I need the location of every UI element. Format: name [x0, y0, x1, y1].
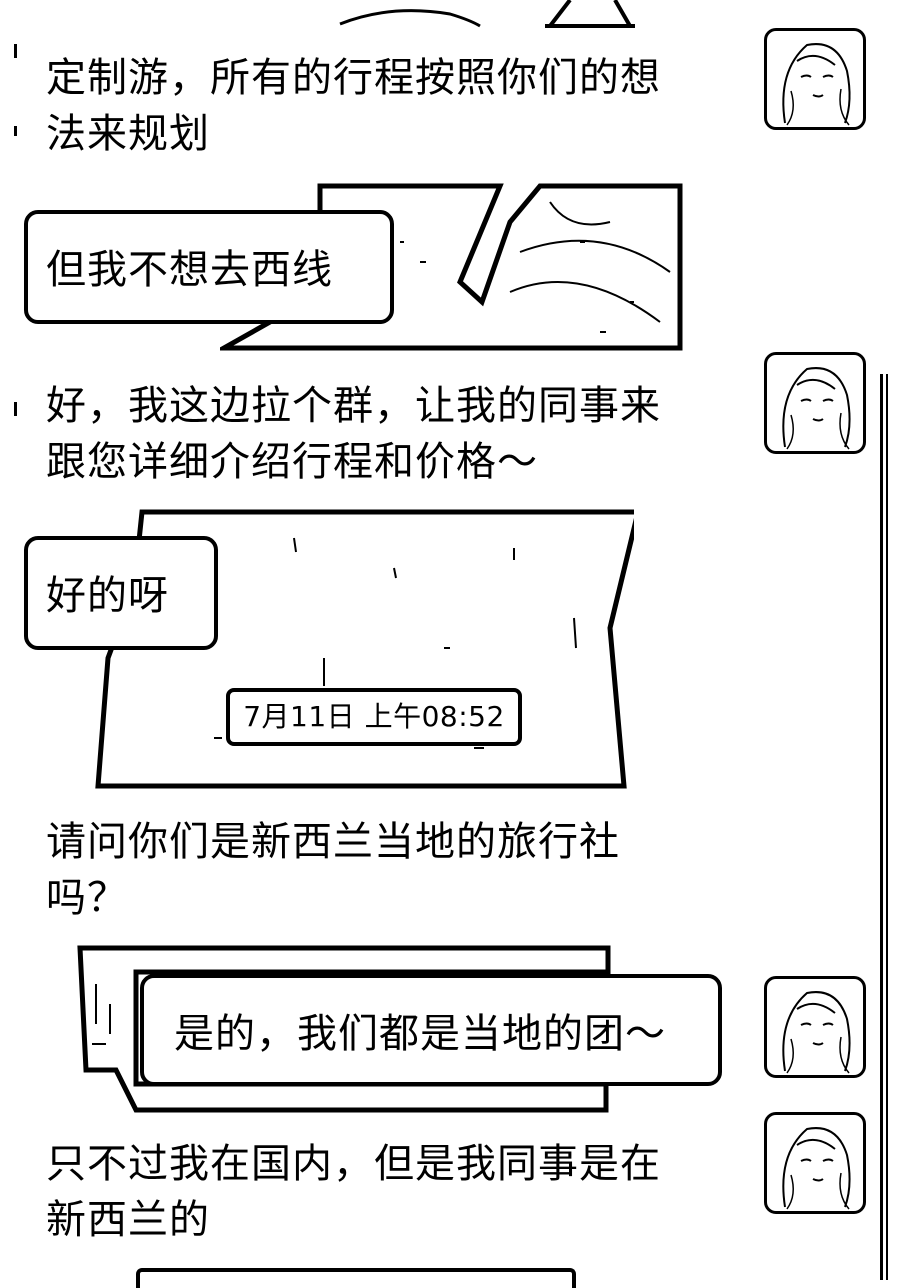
message-m1-text: 定制游，所有的行程按照你们的想 法来规划	[46, 55, 661, 157]
message-m7-text: 只不过我在国内，但是我同事是在 新西兰的	[46, 1141, 661, 1243]
contact-avatar-icon[interactable]	[764, 976, 866, 1078]
contact-avatar-icon[interactable]	[764, 352, 866, 454]
edge-mark	[14, 402, 17, 416]
message-m2-text: 但我不想去西线	[46, 247, 333, 293]
contact-avatar-icon[interactable]	[764, 28, 866, 130]
message-m4-text: 好的呀	[46, 573, 169, 619]
cropped-top-art	[339, 0, 635, 28]
contact-avatar-icon[interactable]	[764, 1112, 866, 1214]
scrollbar[interactable]	[880, 374, 888, 1280]
next-message-edge	[136, 1268, 576, 1288]
edge-mark	[14, 126, 17, 136]
edge-mark	[14, 44, 17, 58]
message-m4-bubble[interactable]	[24, 536, 218, 650]
message-m2-bubble[interactable]	[24, 210, 394, 324]
message-m6-bubble[interactable]	[140, 974, 722, 1086]
message-m5-text: 请问你们是新西兰当地的旅行社 吗？	[46, 819, 620, 921]
chat-timestamp: 7月11日 上午08:52	[226, 688, 522, 746]
message-m3-text: 好，我这边拉个群，让我的同事来 跟您详细介绍行程和价格～	[46, 383, 661, 485]
message-m6-text: 是的，我们都是当地的团～	[174, 1011, 666, 1057]
